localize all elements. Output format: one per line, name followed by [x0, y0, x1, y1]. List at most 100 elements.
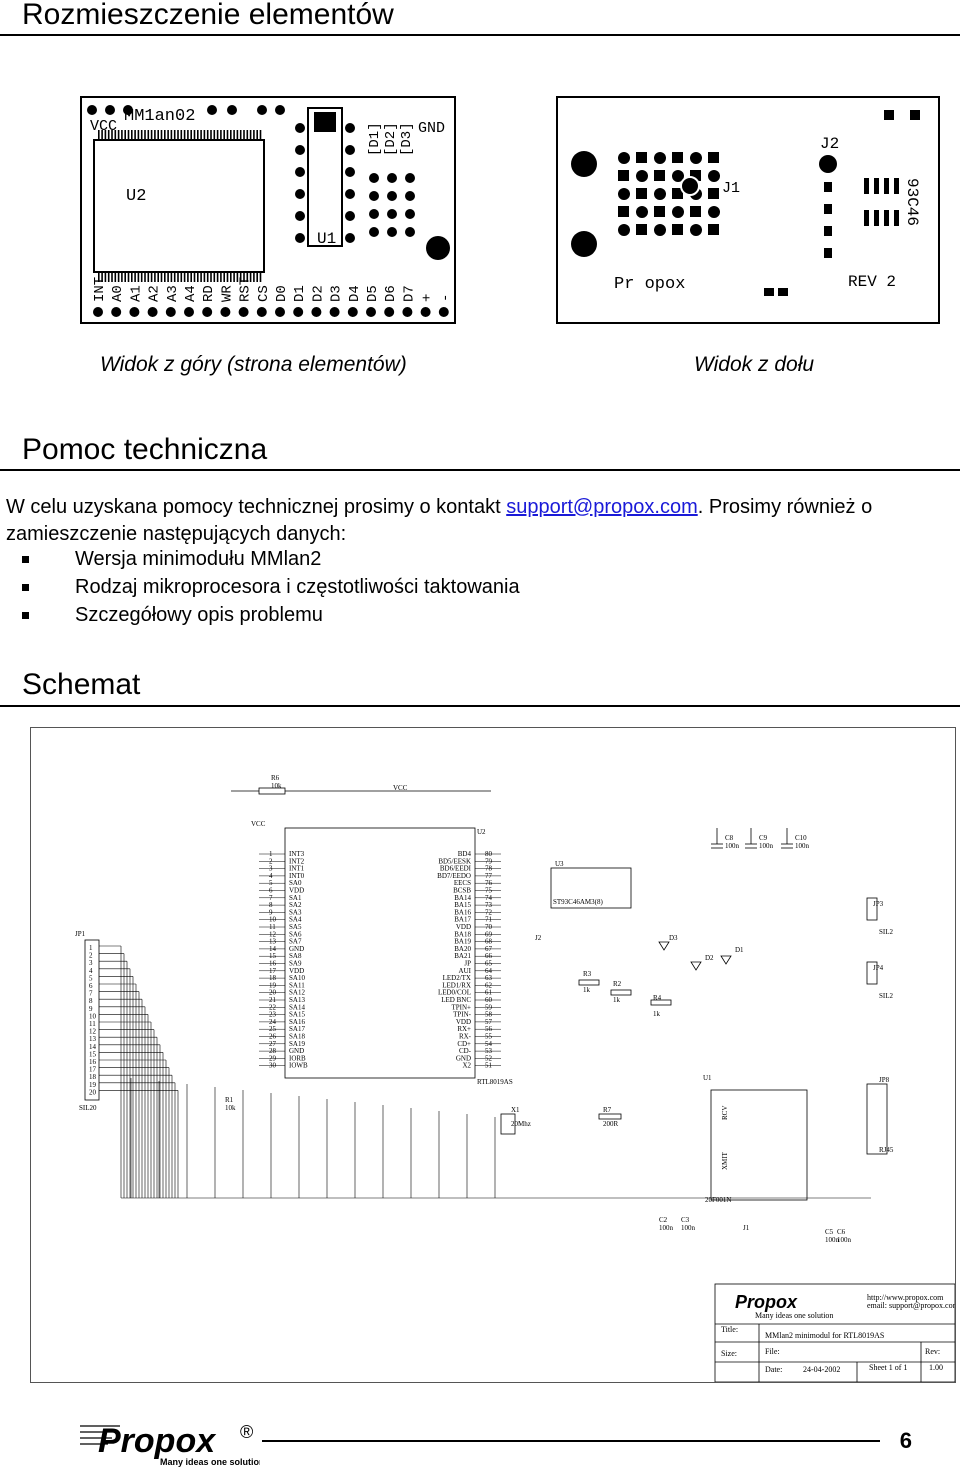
svg-text:1.00: 1.00	[929, 1363, 943, 1372]
svg-text:1k: 1k	[583, 986, 591, 994]
svg-text:1k: 1k	[613, 996, 621, 1004]
svg-text:20Mhz: 20Mhz	[511, 1120, 531, 1128]
pin-label: WR	[219, 285, 235, 302]
u2-pin-label: SA3	[289, 908, 302, 916]
support-rule	[0, 469, 960, 471]
svg-text:Many ideas one solution: Many ideas one solution	[755, 1311, 833, 1320]
svg-text:100n: 100n	[759, 842, 774, 850]
svg-text:100n: 100n	[725, 842, 740, 850]
svg-text:REV 2: REV 2	[848, 273, 896, 291]
top-view-caption: Widok z góry (strona elementów)	[100, 353, 407, 376]
schematic-title: Schemat	[22, 668, 141, 701]
u2-pin-label: SA6	[289, 930, 302, 938]
jp1-pin-number: 6	[89, 982, 93, 990]
svg-text:C3: C3	[681, 1216, 690, 1224]
svg-text:D1: D1	[735, 946, 744, 954]
u2-pin-label: SA12	[289, 989, 305, 997]
svg-text:C10: C10	[795, 834, 807, 842]
u2-pin-label: SA11	[289, 981, 305, 989]
jp1-pin-number: 10	[89, 1012, 97, 1020]
svg-text:J1: J1	[722, 180, 740, 197]
svg-text:VCC: VCC	[393, 784, 408, 792]
support-title: Pomoc techniczna	[22, 433, 268, 466]
u2-pin-label: SA1	[289, 894, 302, 902]
schematic-diagram: R6 10k VCC VCC U2 RTL8019AS JP1 SIL20 R1…	[30, 727, 960, 1383]
svg-text:100n: 100n	[825, 1236, 840, 1244]
jp1-pin-number: 4	[89, 967, 93, 975]
propox-silk: Pr opox	[614, 275, 685, 294]
footer-rule	[262, 1440, 880, 1442]
svg-text:http://www.propox.com: http://www.propox.com	[867, 1293, 944, 1302]
u2-pin-label: VDD	[289, 887, 304, 895]
list-item: Szczegółowy opis problemu	[20, 601, 520, 629]
u2-pin-label: BA17	[454, 916, 471, 924]
u2-pin-label: BA16	[454, 908, 471, 916]
u2-pin-label: INT2	[289, 857, 305, 865]
pin-label: D2	[310, 285, 326, 302]
u2-pin-label: GND	[289, 945, 304, 953]
u2-pin-label: SA17	[289, 1025, 305, 1033]
u2-pin-label: RX+	[457, 1025, 471, 1033]
u2-pin-label: BA15	[454, 901, 471, 909]
svg-text:R4: R4	[653, 994, 662, 1002]
footer-logo: Propox ® Many ideas one solution	[80, 1416, 265, 1468]
svg-text:Many ideas one solution: Many ideas one solution	[160, 1457, 260, 1467]
jp1-pin-number: 17	[89, 1066, 97, 1074]
schematic-artwork: R6 10k VCC VCC U2 RTL8019AS JP1 SIL20 R1…	[75, 774, 960, 1383]
pin-label: RST	[238, 277, 254, 302]
jp1-pin-number: 8	[89, 997, 93, 1005]
pin-label: A4	[183, 285, 199, 302]
jp1-pin-number: 2	[89, 952, 93, 960]
svg-text:Propox: Propox	[98, 1422, 217, 1460]
pcb-bottom-view: J1 J2 93C46 Pr opox REV 2	[556, 96, 940, 324]
u2-pin-label: BD7/EEDO	[437, 872, 471, 880]
svg-text:GND: GND	[418, 120, 445, 137]
svg-text:RJ45: RJ45	[879, 1146, 894, 1154]
svg-text:U1: U1	[703, 1074, 712, 1082]
pin-label: A3	[165, 285, 181, 302]
jp1-pin-number: 7	[89, 990, 93, 998]
u2-pin-label: BD6/EEDI	[440, 865, 472, 873]
pin-label: D5	[365, 285, 381, 302]
u2-pin-label: SA10	[289, 974, 305, 982]
u2-pin-label: VDD	[456, 923, 471, 931]
pin-label: D4	[347, 285, 363, 302]
svg-text:VCC: VCC	[251, 820, 266, 828]
svg-text:email: support@propox.com: email: support@propox.com	[867, 1301, 955, 1310]
pin-label: INT	[92, 277, 108, 302]
u2-pin-label: GND	[289, 1047, 304, 1055]
svg-text:[D1]: [D1]	[367, 122, 383, 156]
svg-text:RTL8019AS: RTL8019AS	[477, 1078, 513, 1086]
svg-text:C8: C8	[725, 834, 734, 842]
svg-text:SIL2: SIL2	[879, 928, 894, 936]
svg-text:[D3]: [D3]	[399, 122, 415, 156]
u2-pin-label: SA4	[289, 916, 302, 924]
svg-text:100n: 100n	[659, 1224, 674, 1232]
jp1-pin-number: 12	[89, 1028, 97, 1036]
u2-pin-label: SA19	[289, 1040, 305, 1048]
svg-text:24-04-2002: 24-04-2002	[803, 1365, 840, 1374]
svg-text:JP1: JP1	[75, 930, 86, 938]
u2-pin-label: LED1/RX	[442, 981, 471, 989]
svg-text:JP4: JP4	[873, 964, 884, 972]
svg-text:100n: 100n	[837, 1236, 852, 1244]
jp1-pin-number: 9	[89, 1005, 93, 1013]
propox-logo-icon: Propox ® Many ideas one solution	[80, 1422, 265, 1467]
pin-label: D1	[292, 285, 308, 302]
svg-text:SIL20: SIL20	[79, 1104, 97, 1112]
svg-text:93C46: 93C46	[903, 178, 921, 226]
u2-pin-label: SA16	[289, 1018, 305, 1026]
u2-pin-label: LED2/TX	[443, 974, 471, 982]
u2-pin-label: GND	[456, 1054, 471, 1062]
svg-text:J1: J1	[743, 1224, 750, 1232]
jp1-pin-number: 5	[89, 974, 93, 982]
support-bullet-list: Wersja minimodułu MMlan2 Rodzaj mikropro…	[20, 545, 520, 629]
svg-text:Size:: Size:	[721, 1349, 737, 1358]
pin-label: A2	[147, 285, 163, 302]
u2-pin-label: RX-	[459, 1033, 472, 1041]
support-email-link[interactable]: support@propox.com	[506, 496, 698, 518]
jp1-pin-number: 19	[89, 1081, 97, 1089]
u2-pin-label: EECS	[454, 879, 471, 887]
svg-text:J2: J2	[535, 934, 542, 942]
jp1-pin-number: 3	[89, 959, 93, 967]
